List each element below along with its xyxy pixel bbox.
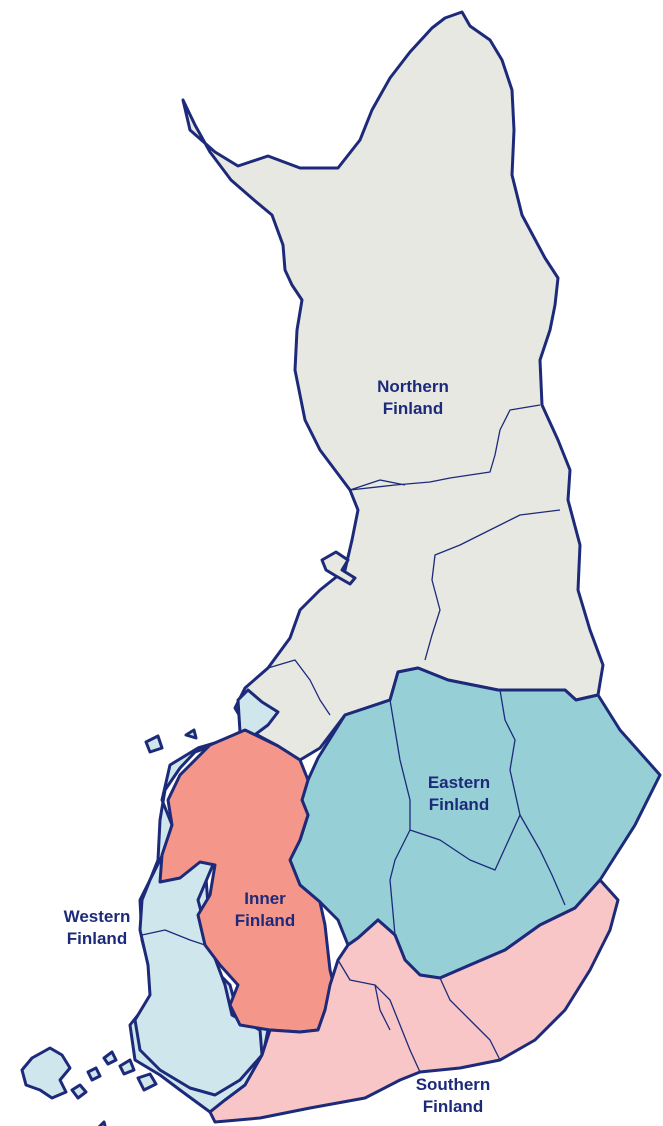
label-line: Finland bbox=[382, 399, 444, 418]
archipelago-island bbox=[97, 1120, 107, 1126]
label-line: Southern bbox=[415, 1075, 491, 1094]
label-southern-finland: Southern Finland bbox=[398, 1074, 508, 1118]
aland-main-island bbox=[20, 1046, 72, 1100]
archipelago-island bbox=[184, 728, 198, 740]
label-eastern-finland: Eastern Finland bbox=[404, 772, 514, 816]
aland-islands bbox=[20, 728, 198, 1126]
archipelago-island bbox=[70, 1083, 88, 1100]
label-line: Finland bbox=[234, 911, 296, 930]
island-bothnian-bay bbox=[320, 550, 357, 586]
label-line: Northern bbox=[377, 377, 449, 396]
label-line: Western bbox=[63, 907, 131, 926]
label-northern-finland: Northern Finland bbox=[358, 376, 468, 420]
archipelago-island bbox=[118, 1058, 136, 1076]
archipelago-island bbox=[144, 734, 164, 754]
label-line: Eastern bbox=[427, 773, 491, 792]
internal-borders bbox=[141, 404, 566, 1073]
archipelago-island bbox=[86, 1066, 102, 1082]
label-line: Finland bbox=[66, 929, 128, 948]
western-coast-strip bbox=[133, 848, 264, 1097]
label-line: Inner bbox=[244, 889, 286, 908]
archipelago-island bbox=[136, 1072, 158, 1092]
label-line: Finland bbox=[428, 795, 490, 814]
label-western-finland: Western Finland bbox=[42, 906, 152, 950]
archipelago-island bbox=[102, 1050, 118, 1066]
region-southern-finland[interactable] bbox=[208, 878, 620, 1124]
label-inner-finland: Inner Finland bbox=[210, 888, 320, 932]
label-line: Finland bbox=[422, 1097, 484, 1116]
